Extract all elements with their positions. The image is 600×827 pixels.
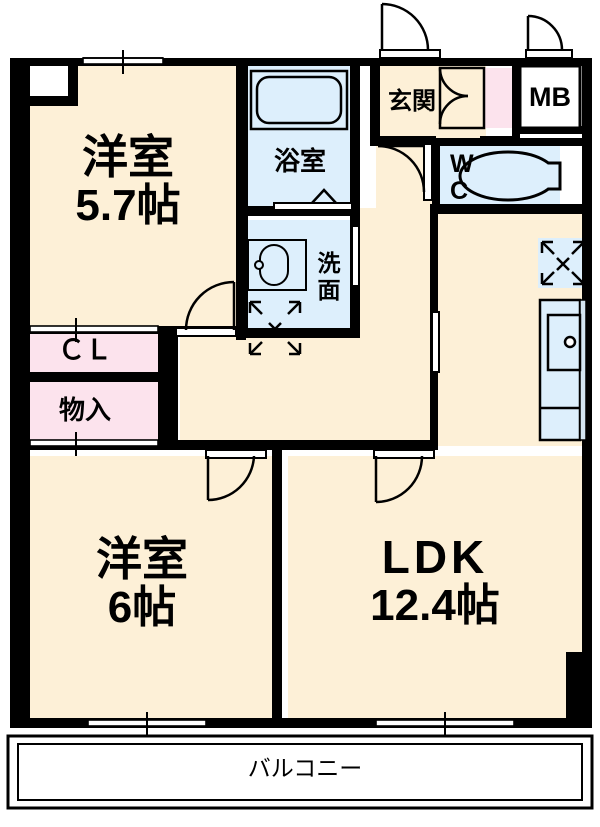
storage-south-window	[29, 432, 159, 456]
balcony	[6, 734, 594, 810]
wc-door[interactable]	[377, 143, 433, 201]
wall-entrance-west	[370, 58, 380, 144]
refrigerator-space-icon	[540, 240, 586, 286]
washing-machine-space-icon	[248, 300, 302, 356]
wall-bedroom-ldk-divider	[272, 448, 282, 728]
wall-wc-west	[432, 140, 440, 212]
walls	[10, 58, 592, 728]
hall-east-window	[431, 311, 440, 373]
shoe-box-door[interactable]	[438, 66, 486, 130]
wall-bath-east	[350, 58, 360, 336]
closet-label: ＣＬ	[58, 335, 112, 365]
bathroom-label: 浴室	[273, 146, 326, 176]
ldk-door[interactable]	[373, 449, 435, 504]
bedroom-bottom-floor	[10, 456, 272, 726]
entrance-label: 玄関	[388, 88, 436, 115]
wall-left-notch-bottom	[10, 652, 30, 662]
wall-mb-bottom	[514, 126, 584, 134]
washroom-label: 洗 面	[314, 252, 344, 302]
wall-closet-east	[158, 326, 168, 446]
wall-outer-bottom	[10, 718, 592, 728]
wall-kitchen-north	[436, 206, 584, 214]
bedroom-bottom-label: 洋室 6帖	[62, 536, 222, 630]
wall-bath-west	[240, 58, 248, 336]
wall-hall-south	[10, 440, 430, 450]
ldk-size: 12.4帖	[370, 581, 500, 630]
toilet-label-line2: C	[450, 177, 469, 205]
wall-mb-left	[514, 64, 522, 134]
wall-wc-north	[432, 138, 584, 146]
bedroom-top-size: 5.7帖	[75, 181, 181, 230]
wall-outer-top	[10, 58, 582, 66]
wall-right-notch	[566, 652, 592, 728]
bedroom-bottom-name: 洋室	[96, 533, 188, 585]
ldk-label: LDK 12.4帖	[340, 534, 530, 628]
ldk-name: LDK	[381, 531, 489, 583]
balcony-label: バルコニー	[247, 755, 363, 781]
bedroom-top-north-window	[82, 50, 164, 74]
toilet-icon	[458, 150, 562, 202]
ldk-floor	[288, 456, 582, 726]
closet-north-window	[29, 318, 159, 342]
wall-entrance-south	[370, 136, 436, 146]
windows	[29, 50, 515, 736]
entrance-door[interactable]	[379, 2, 441, 59]
wall-closet-storage-divider	[10, 372, 168, 382]
bedroom-top-name: 洋室	[82, 131, 174, 183]
wall-corridor-west	[168, 326, 178, 448]
toilet-label-line1: W	[450, 150, 474, 178]
bathroom-door[interactable]	[273, 188, 353, 211]
meter-box-outline	[518, 64, 582, 130]
toilet-label: W C	[450, 152, 484, 204]
meter-box-label: MB	[529, 82, 571, 112]
wall-washroom-south	[240, 328, 360, 338]
bedroom-bottom-door[interactable]	[205, 449, 267, 502]
vanity-sink-icon	[247, 239, 307, 291]
ldk-south-window	[375, 712, 515, 736]
closet-floor	[10, 332, 160, 374]
wall-outer-right	[582, 58, 592, 728]
washroom-label-line2: 面	[317, 277, 341, 303]
mb-door[interactable]	[525, 14, 573, 59]
kitchen-sink-icon	[538, 298, 587, 442]
bathtub-icon	[249, 69, 349, 131]
shoe-box-fill	[484, 68, 512, 128]
bedroom-bottom-south-window	[87, 712, 207, 736]
bedroom-top-label: 洋室 5.7帖	[48, 134, 208, 228]
wall-outer-left-mid	[10, 104, 30, 728]
wall-notch-vert	[68, 58, 78, 106]
storage-floor	[10, 382, 160, 444]
bedroom-bottom-size: 6帖	[107, 583, 177, 632]
wall-notch-horiz	[20, 96, 78, 106]
washroom-east-window	[351, 225, 360, 287]
bedroom-top-door[interactable]	[175, 280, 237, 337]
storage-label: 物入	[58, 395, 111, 425]
washroom-label-line1: 洗	[317, 250, 341, 276]
